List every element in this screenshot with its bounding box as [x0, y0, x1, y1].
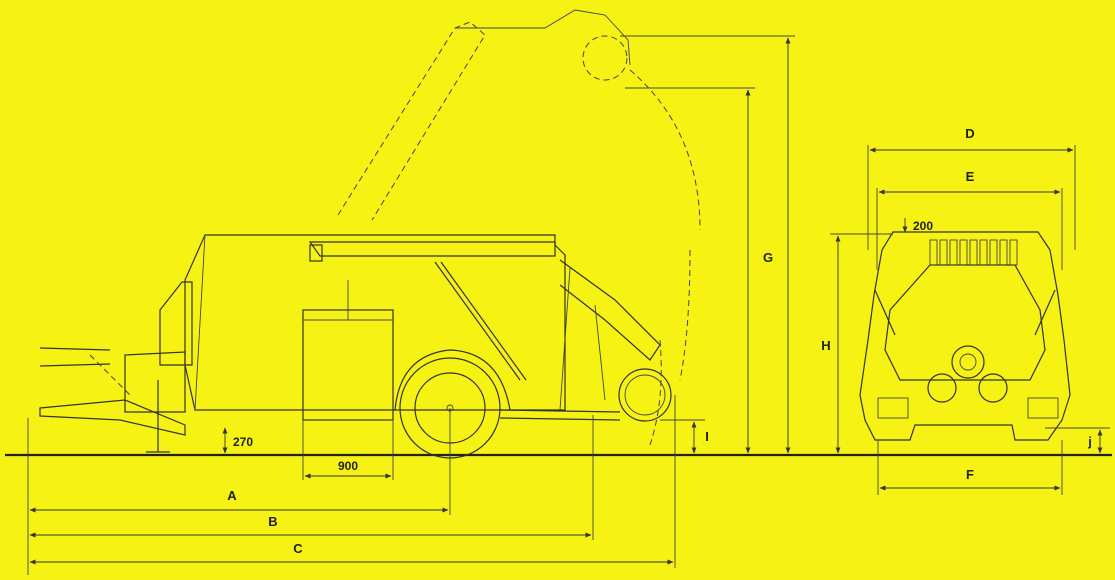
dimension-labels: A B C D E F G H I j 270 900 200 [227, 126, 1092, 556]
label-H: H [821, 338, 830, 353]
label-F: F [966, 467, 974, 482]
label-I: I [705, 429, 709, 444]
measurement-200: 200 [913, 219, 933, 233]
side-view [39, 9, 701, 459]
label-A: A [227, 488, 237, 503]
label-D: D [965, 126, 974, 141]
front-view [859, 231, 1071, 441]
front-grille [929, 239, 1018, 266]
dimension-lines [27, 35, 1110, 575]
measurement-900: 900 [338, 459, 358, 473]
label-B: B [268, 514, 277, 529]
measurement-270: 270 [233, 435, 253, 449]
label-G: G [763, 250, 773, 265]
label-j: j [1087, 434, 1092, 449]
label-E: E [966, 169, 975, 184]
label-C: C [293, 541, 303, 556]
